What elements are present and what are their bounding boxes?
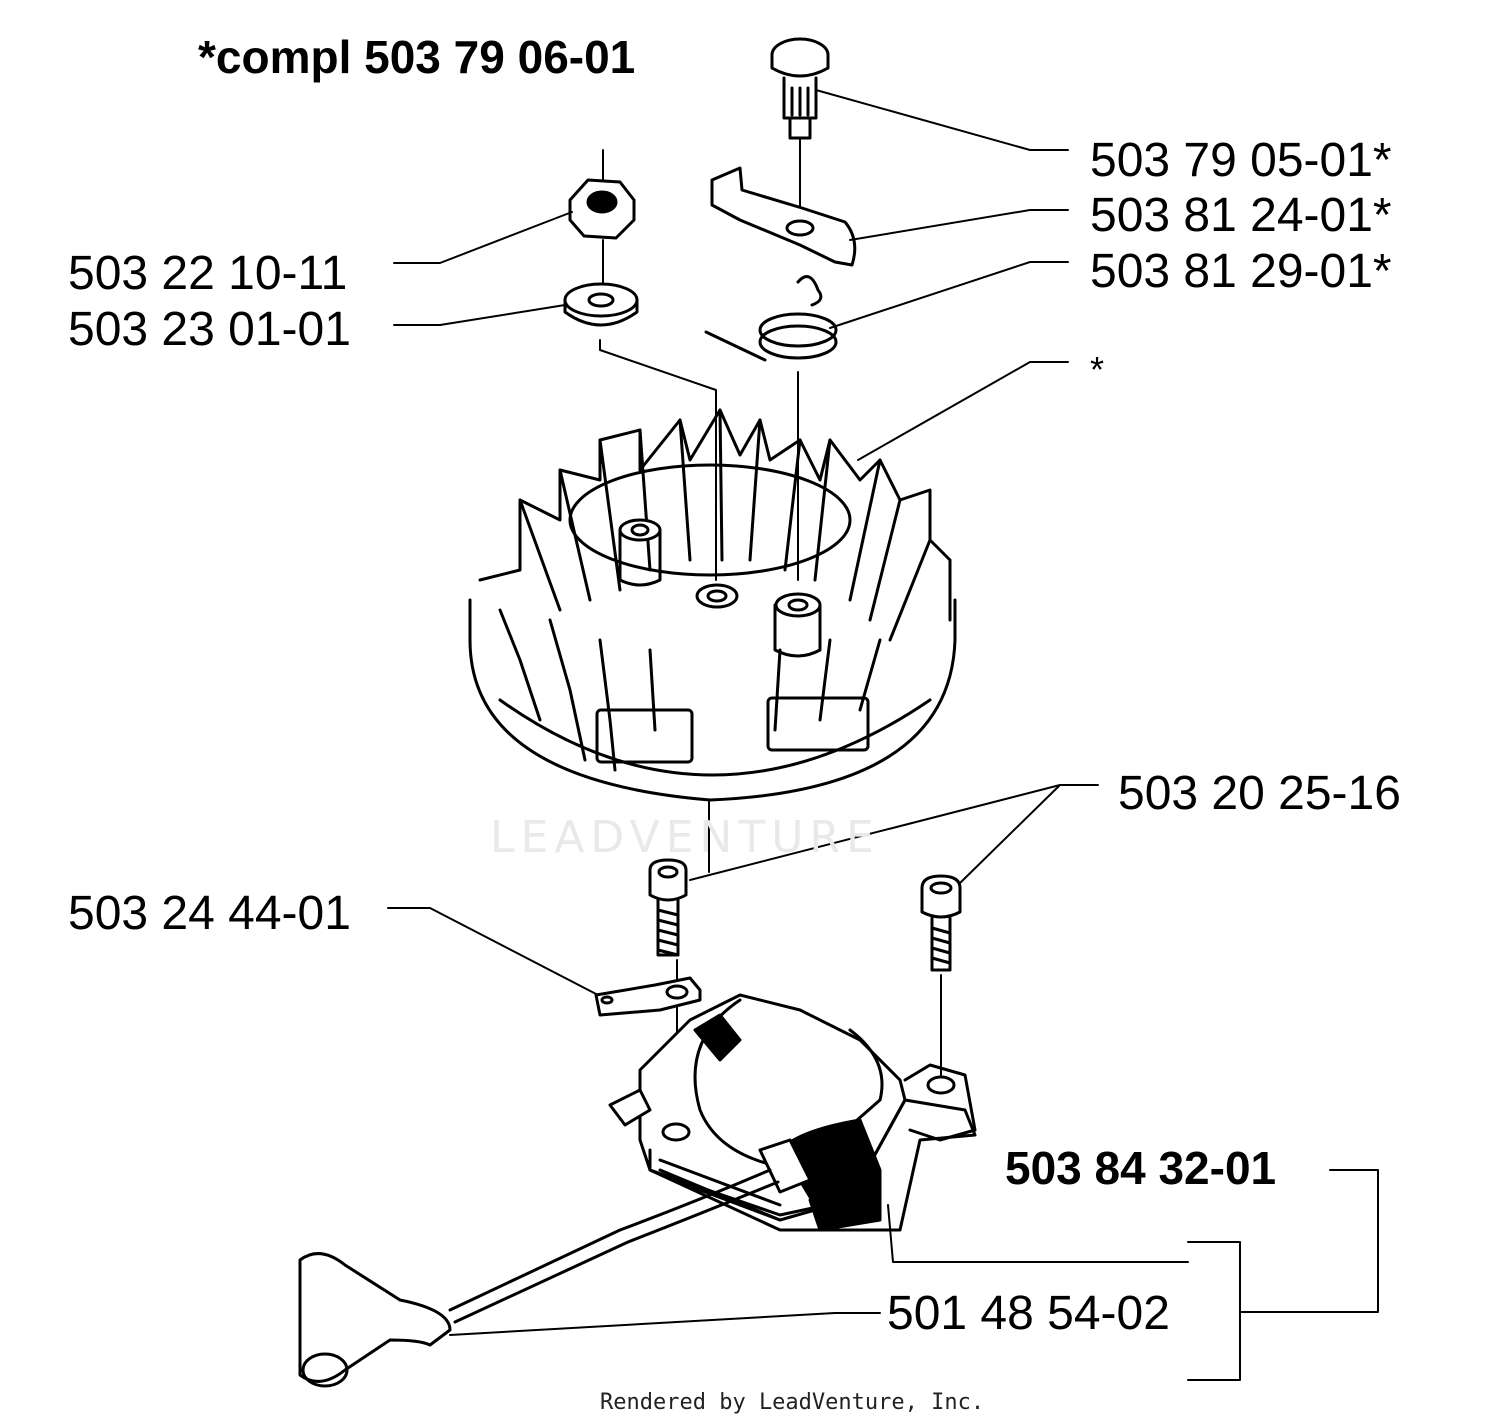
part-number-washer[interactable]: 503 23 01-01 [68, 303, 351, 356]
watermark: LEADVENTURE [490, 812, 880, 863]
washer-part [563, 282, 717, 581]
part-number-pin[interactable]: 503 79 05-01* [1090, 134, 1392, 187]
part-number-spark-cap[interactable]: 501 48 54-02 [887, 1287, 1170, 1340]
part-number-pawl[interactable]: 503 81 24-01* [1090, 189, 1392, 242]
leader-lines [387, 89, 1379, 1381]
part-number-spring[interactable]: 503 81 29-01* [1090, 245, 1392, 298]
screw-right-part [920, 874, 962, 1076]
part-number-terminal[interactable]: 503 24 44-01 [68, 887, 351, 940]
part-number-flywheel[interactable]: * [1090, 349, 1105, 390]
pin-part [770, 37, 830, 211]
footer-credit: Rendered by LeadVenture, Inc. [600, 1390, 985, 1415]
nut-part [568, 149, 636, 286]
terminal-part [594, 976, 702, 1017]
part-number-ignition-module[interactable]: 503 84 32-01 [1005, 1142, 1277, 1194]
assembly-label: *compl 503 79 06-01 [198, 31, 636, 83]
spark-cap-part [298, 1168, 780, 1388]
pawl-part [710, 166, 857, 267]
spring-part [704, 275, 838, 581]
part-number-nut[interactable]: 503 22 10-11 [68, 247, 348, 300]
part-number-screws[interactable]: 503 20 25-16 [1118, 767, 1401, 820]
screw-left-part [648, 858, 688, 1141]
flywheel-part [468, 408, 957, 873]
ignition-module-part [608, 993, 977, 1232]
